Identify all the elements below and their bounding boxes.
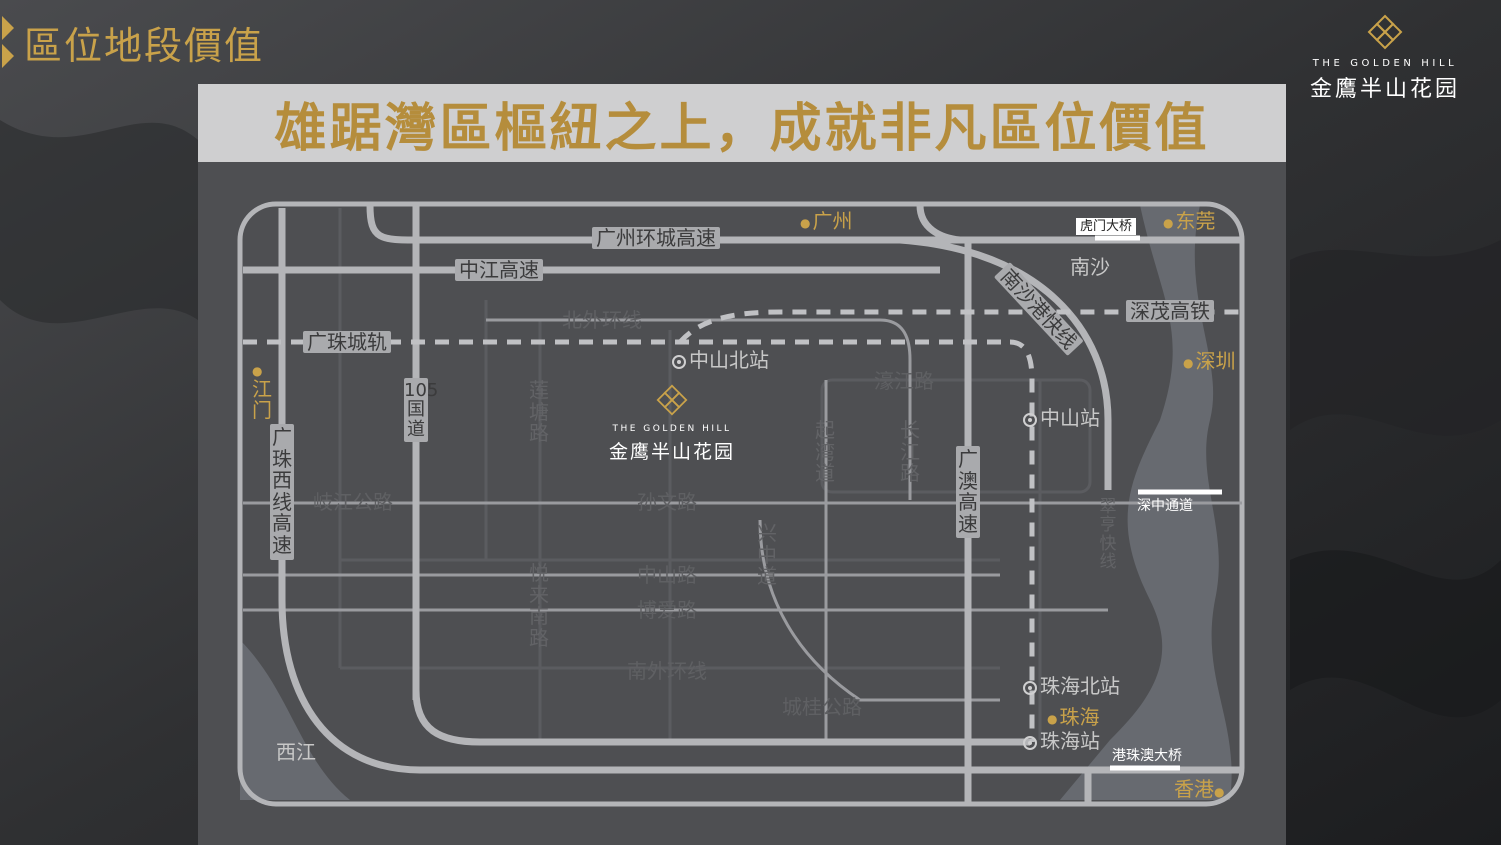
project-logo-en: THE GOLDEN HILL	[612, 424, 732, 434]
brand-logo: THE GOLDEN HILL 金鷹半山花园	[1295, 14, 1475, 103]
xijiang-water	[240, 640, 350, 800]
chevron-ornament-icon	[2, 16, 14, 68]
road-label-guangzhu-west-expressway: 广珠西线高速	[270, 424, 294, 560]
road-label-south-outer-ring: 南外环线	[627, 659, 707, 683]
project-logo-cn: 金鹰半山花园	[608, 441, 735, 463]
station-zhuhai: 珠海站	[1023, 731, 1100, 751]
rail-station-icon	[1023, 735, 1037, 750]
road-label-guangao-expressway: 广澳高速	[956, 446, 980, 539]
road-label-national-105: 105国道	[404, 378, 438, 443]
road-label-boai-road: 博爱路	[637, 598, 697, 622]
station-zhongshan-north: 中山北站	[672, 350, 769, 370]
rail-station-icon	[672, 354, 686, 369]
city-jiangmen: ●江门	[252, 364, 272, 422]
road-label-changjiang-road: 长江路	[900, 418, 920, 486]
road-label-yuelai-south-road: 悦来南路	[529, 561, 549, 650]
station-zhuhai-north: 珠海北站	[1023, 676, 1120, 696]
road-label-haojiang-road: 濠江路	[874, 369, 934, 393]
rail-station-icon	[1023, 680, 1037, 695]
rail-station-icon	[1023, 412, 1037, 427]
road-label-qiwan-avenue: 起湾道	[815, 418, 835, 486]
road-label-cuiheng-express: 翠亨快线	[1099, 497, 1117, 573]
city-zhuhai: 珠海	[1047, 707, 1099, 727]
section-header: 區位地段價值	[0, 14, 264, 70]
headline-banner: 雄踞灣區樞紐之上，成就非凡區位價值	[198, 84, 1286, 162]
place-nansha: 南沙	[1070, 255, 1110, 279]
golden-hill-emblem-icon	[656, 384, 688, 416]
headline-text: 雄踞灣區樞紐之上，成就非凡區位價值	[274, 97, 1210, 159]
road-label-zhongshan-road: 中山路	[637, 563, 697, 587]
city-dongguan: 东莞	[1163, 211, 1215, 231]
tunnel-shenzhong: 深中通道	[1137, 498, 1193, 514]
road-label-qijiang-highway: 岐江公路	[313, 490, 393, 514]
city-shenzhen: 深圳	[1183, 351, 1235, 371]
city-hongkong: 香港●	[1174, 777, 1225, 801]
station-zhongshan: 中山站	[1023, 408, 1100, 428]
road-label-sunwen-road: 孙文路	[637, 490, 697, 514]
rail-label-shenmao-hsr: 深茂高铁	[1126, 300, 1214, 322]
project-location-marker: THE GOLDEN HILL 金鹰半山花园	[597, 384, 747, 464]
bridge-humen: 虎门大桥	[1076, 218, 1137, 235]
place-xijiang: 西江	[276, 740, 316, 764]
road-label-chenggui-highway: 城桂公路	[782, 695, 862, 719]
page-title: 區位地段價值	[24, 23, 265, 68]
brand-cn: 金鷹半山花园	[1309, 77, 1460, 102]
brand-en: THE GOLDEN HILL	[1312, 58, 1458, 69]
city-guangzhou: 广州	[800, 211, 852, 231]
road-label-xingzhong-avenue: 兴中道	[757, 521, 777, 589]
road-label-north-outer-ring: 北外环线	[562, 308, 642, 332]
road-label-guangzhou-ring-expressway: 广州环城高速	[592, 227, 720, 249]
road-label-zhongjiang-expressway: 中江高速	[455, 259, 543, 281]
rail-label-guangzhu-intercity: 广珠城轨	[303, 331, 391, 353]
road-label-liantang-road: 莲塘路	[529, 378, 549, 446]
golden-hill-emblem-icon	[1367, 14, 1403, 50]
bridge-hzmb: 港珠澳大桥	[1112, 748, 1182, 764]
